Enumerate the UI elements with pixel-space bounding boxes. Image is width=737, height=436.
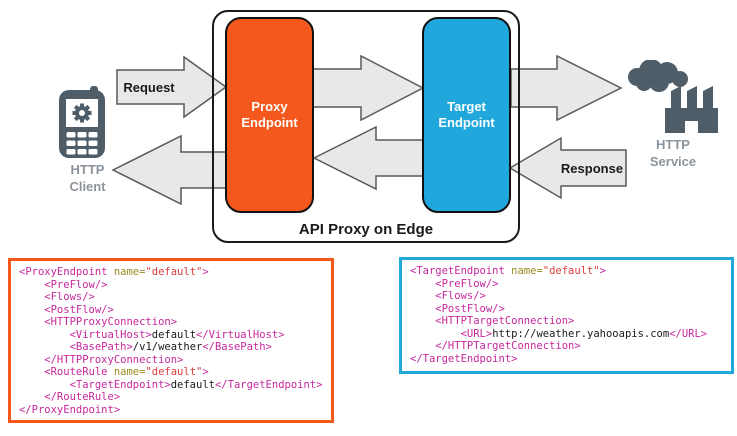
code-line: </HTTPTargetConnection> bbox=[410, 340, 581, 352]
target-to-proxy-arrow bbox=[312, 125, 424, 191]
response-arrow bbox=[508, 136, 627, 200]
request-label: Request bbox=[123, 80, 175, 95]
target-endpoint-box: Target Endpoint bbox=[422, 17, 511, 213]
code-line: </RouteRule> bbox=[19, 391, 121, 403]
target-to-service-arrow bbox=[510, 54, 623, 122]
code-line: </HTTPProxyConnection> bbox=[19, 353, 184, 366]
code-line: <TargetEndpoint>default</TargetEndpoint> bbox=[19, 378, 323, 391]
http-client-label: HTTP Client bbox=[69, 162, 106, 194]
code-line: </TargetEndpoint> bbox=[410, 352, 518, 365]
request-arrow bbox=[116, 55, 228, 119]
http-service-label: HTTP Service bbox=[649, 137, 697, 169]
code-line: <ProxyEndpoint name="default"> bbox=[19, 266, 209, 278]
code-line: <RouteRule name="default"> bbox=[19, 366, 209, 378]
target-endpoint-label: Target Endpoint bbox=[438, 98, 495, 130]
proxy-endpoint-xml-code-block: <ProxyEndpoint name="default"> <PreFlow/… bbox=[8, 258, 334, 423]
code-line: <HTTPTargetConnection> bbox=[410, 315, 575, 327]
proxy-endpoint-label: Proxy Endpoint bbox=[241, 98, 298, 130]
code-line: <Flows/> bbox=[19, 291, 95, 303]
mobile-phone-gear-icon bbox=[59, 86, 105, 158]
code-line: <Flows/> bbox=[410, 290, 486, 302]
response-label: Response bbox=[560, 161, 624, 176]
code-line: <HTTPProxyConnection> bbox=[19, 316, 178, 328]
flow-arrows-layer bbox=[111, 54, 627, 206]
code-line: <URL>http://weather.yahooapis.com</URL> bbox=[410, 327, 708, 340]
code-line: <VirtualHost>default</VirtualHost> bbox=[19, 328, 285, 341]
client-return-arrow bbox=[111, 134, 230, 206]
factory-smoke-icon bbox=[628, 60, 718, 133]
code-line: <PostFlow/> bbox=[410, 302, 505, 315]
code-line: <PostFlow/> bbox=[19, 303, 114, 316]
proxy-endpoint-box: Proxy Endpoint bbox=[225, 17, 314, 213]
code-line: <BasePath>/v1/weather</BasePath> bbox=[19, 341, 272, 353]
code-line: <PreFlow/> bbox=[19, 278, 108, 291]
target-endpoint-xml-code-block: <TargetEndpoint name="default"> <PreFlow… bbox=[399, 257, 734, 374]
code-line: </ProxyEndpoint> bbox=[19, 403, 121, 416]
api-proxy-container-label: API Proxy on Edge bbox=[298, 221, 434, 238]
proxy-to-target-arrow bbox=[312, 54, 425, 122]
code-line: <PreFlow/> bbox=[410, 277, 499, 290]
code-line: <TargetEndpoint name="default"> bbox=[410, 265, 606, 277]
